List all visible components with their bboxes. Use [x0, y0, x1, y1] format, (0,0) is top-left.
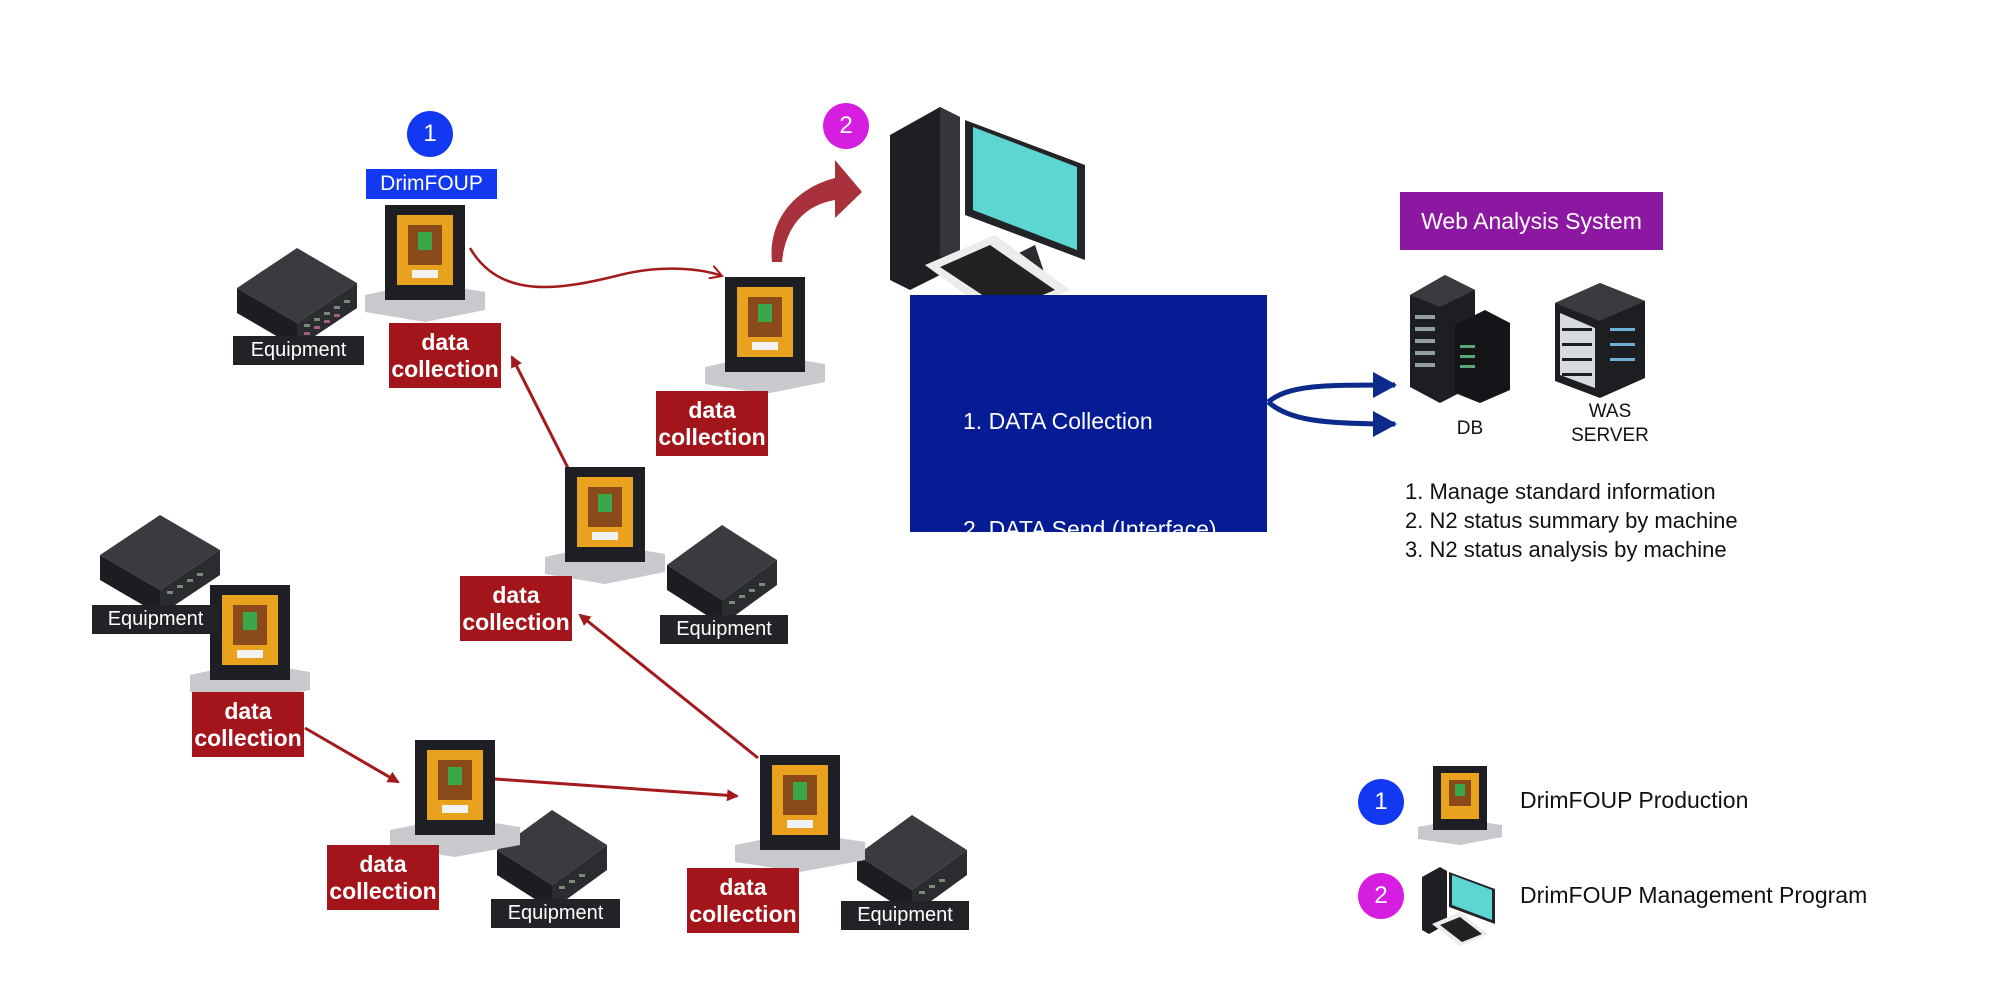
- legend-badge-1: 1: [1358, 779, 1404, 825]
- web-feature-item: 3. N2 status analysis by machine: [1405, 537, 1727, 562]
- drimfoup-machine-icon: [365, 205, 485, 322]
- computer-icon: [890, 107, 1085, 320]
- panel-item: 1. DATA Collection: [963, 408, 1153, 434]
- drimfoup-machine-icon: [545, 467, 665, 584]
- data-collection-label: data collection: [389, 323, 501, 388]
- equipment-label: Equipment: [233, 336, 364, 365]
- drimfoup-machine-icon: [190, 585, 310, 702]
- upload-curved-arrow: [771, 160, 862, 262]
- web-feature-item: 1. Manage standard information: [1405, 479, 1716, 504]
- data-collection-label: data collection: [656, 391, 768, 456]
- data-collection-label: data collection: [192, 692, 304, 757]
- equipment-label: Equipment: [660, 615, 788, 644]
- arrow-bottom-to-bottomright: [494, 777, 739, 802]
- equipment-rack-icon: [100, 515, 220, 615]
- equipment-rack-icon: [857, 815, 967, 915]
- was-server-icon: [1555, 283, 1645, 398]
- panel-item: 3. Charging: [963, 624, 1082, 650]
- equipment-label: Equipment: [491, 899, 620, 928]
- panel-item: 2. DATA Send (Interface): [963, 516, 1217, 542]
- db-server-icon: [1410, 275, 1510, 403]
- legend-badge-2: 2: [1358, 873, 1404, 919]
- equipment-label: Equipment: [841, 901, 969, 930]
- data-collection-label: data collection: [327, 845, 439, 910]
- legend-production-label: DrimFOUP Production: [1520, 787, 1749, 813]
- blue-arrow-lower: [1266, 400, 1397, 437]
- web-feature-item: 2. N2 status summary by machine: [1405, 508, 1738, 533]
- equipment-label: Equipment: [92, 605, 219, 634]
- panel-item: information: [963, 840, 1103, 866]
- blue-arrow-upper: [1266, 372, 1397, 405]
- legend-computer-icon: [1422, 867, 1495, 946]
- legend-management-label: DrimFOUP Management Program: [1520, 882, 1868, 908]
- arrow-left-to-bottom: [304, 726, 400, 784]
- was-server-label: WAS SERVER: [1571, 401, 1649, 446]
- data-collection-label: data collection: [460, 576, 572, 641]
- badge-1: 1: [407, 111, 453, 157]
- web-analysis-title: Web Analysis System: [1400, 192, 1663, 250]
- data-collection-label: data collection: [687, 868, 799, 933]
- panel-item: 4. DrimFOUP status: [963, 732, 1169, 758]
- drimfoup-machine-icon: [390, 740, 520, 857]
- drimfoup-machine-icon: [705, 277, 825, 394]
- arrow-bottomright-to-mid: [578, 613, 759, 760]
- equipment-rack-icon: [237, 248, 357, 348]
- equipment-rack-icon: [667, 525, 777, 625]
- web-analysis-features: 1. Manage standard information 2. N2 sta…: [1405, 477, 1738, 564]
- arrow-mid-to-top: [510, 355, 570, 469]
- drimfoup-machine-icon: [735, 755, 865, 872]
- drimfoup-tag: DrimFOUP: [366, 169, 497, 199]
- badge-2: 2: [823, 103, 869, 149]
- legend-drimfoup-icon: [1418, 766, 1502, 845]
- equipment-rack-icon: [497, 810, 607, 910]
- db-label: DB: [1456, 418, 1484, 439]
- arrow-top-curve: [468, 247, 722, 289]
- management-functions-panel: 1. DATA Collection 2. DATA Send (Interfa…: [910, 295, 1267, 866]
